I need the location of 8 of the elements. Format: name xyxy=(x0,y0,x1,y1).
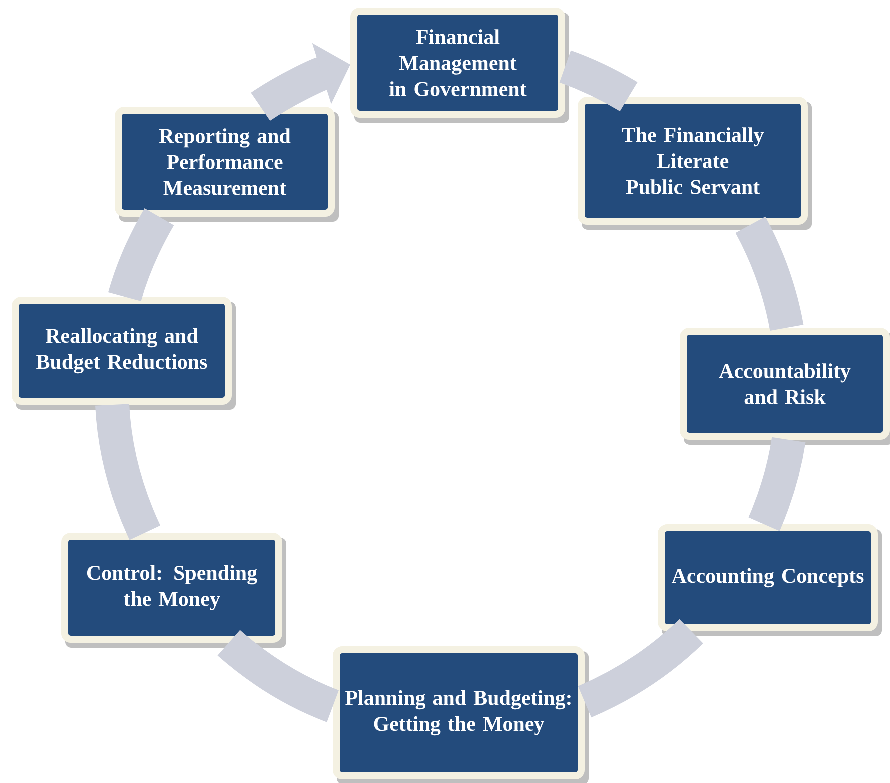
process-box: Accountability and Risk xyxy=(680,328,890,445)
process-box: Financial Management in Government xyxy=(350,8,570,123)
process-box: Reallocating and Budget Reductions xyxy=(12,297,236,410)
process-box: Control: Spending the Money xyxy=(62,533,286,648)
process-box: Reporting and Performance Measurement xyxy=(115,107,339,222)
process-box: Accounting Concepts xyxy=(658,524,882,636)
process-box: The Financially Literate Public Servant xyxy=(578,97,812,230)
process-box: Planning and Budgeting: Getting the Money xyxy=(333,646,589,783)
